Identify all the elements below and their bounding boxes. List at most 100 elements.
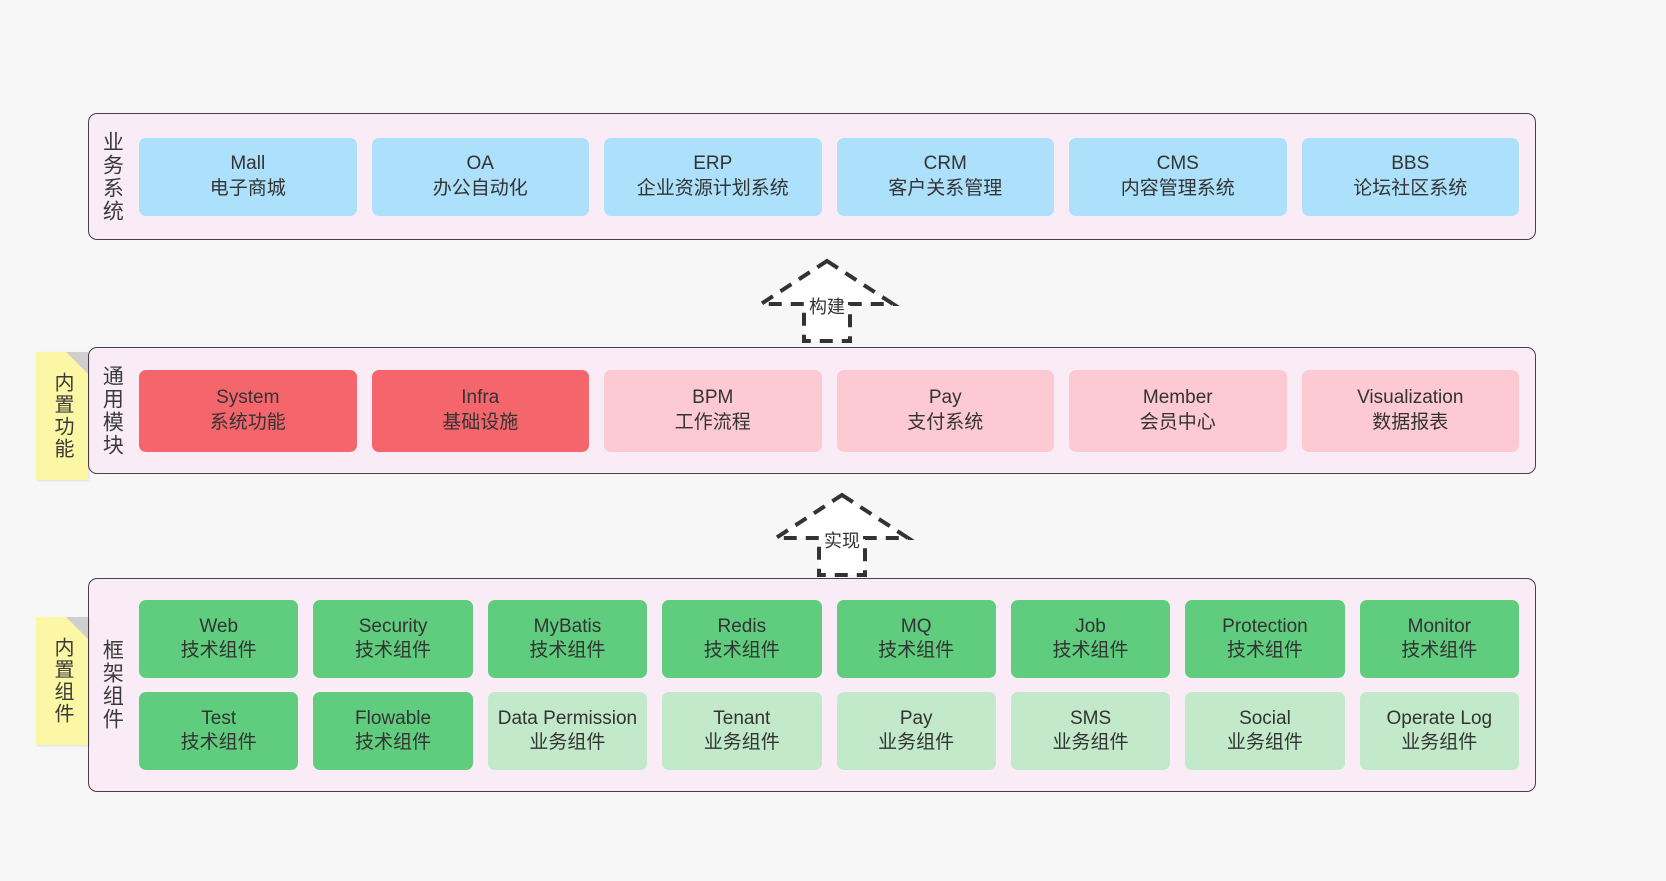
card-subtitle: 业务组件 <box>1401 732 1478 753</box>
card-title: Test <box>201 707 237 729</box>
card-member[interactable]: Member 会员中心 <box>1069 369 1287 452</box>
card-bpm[interactable]: BPM 工作流程 <box>604 369 822 452</box>
card-subtitle: 业务组件 <box>1226 732 1303 753</box>
card-protection[interactable]: Protection 技术组件 <box>1185 600 1345 678</box>
card-title: Monitor <box>1407 615 1471 637</box>
card-title: Protection <box>1222 615 1308 637</box>
card-tenant[interactable]: Tenant 业务组件 <box>662 692 822 770</box>
card-title: Pay <box>928 387 962 409</box>
card-erp[interactable]: ERP 企业资源计划系统 <box>604 137 822 216</box>
card-subtitle: 业务组件 <box>1052 732 1129 753</box>
card-subtitle: 业务组件 <box>878 732 955 753</box>
card-cms[interactable]: CMS 内容管理系统 <box>1069 137 1287 216</box>
sticky-note-builtin-components: 内置组件 <box>36 617 88 745</box>
card-title: Tenant <box>713 707 771 729</box>
card-title: Infra <box>461 387 500 409</box>
card-subtitle: 技术组件 <box>180 640 257 661</box>
card-monitor[interactable]: Monitor 技术组件 <box>1359 600 1519 678</box>
card-social[interactable]: Social 业务组件 <box>1185 692 1345 770</box>
sticky-note-label: 内置组件 <box>51 637 73 725</box>
card-title: MyBatis <box>533 615 602 637</box>
card-title: CRM <box>923 153 967 175</box>
note-fold-icon <box>66 352 88 374</box>
card-subtitle: 业务组件 <box>703 732 780 753</box>
card-title: Operate Log <box>1386 707 1493 729</box>
card-mq[interactable]: MQ 技术组件 <box>836 600 996 678</box>
card-subtitle: 内容管理系统 <box>1120 177 1235 199</box>
card-title: Pay <box>899 707 933 729</box>
card-job[interactable]: Job 技术组件 <box>1010 600 1171 678</box>
card-row: Mall 电子商城 OA 办公自动化 ERP 企业资源计划系统 CRM 客户关系… <box>139 137 1519 216</box>
card-subtitle: 技术组件 <box>355 640 432 661</box>
card-crm[interactable]: CRM 客户关系管理 <box>836 137 1054 216</box>
card-title: BPM <box>692 387 734 409</box>
connector-implement: 实现 <box>769 492 915 577</box>
card-mall[interactable]: Mall 电子商城 <box>139 137 357 216</box>
card-subtitle: 工作流程 <box>674 411 751 433</box>
card-title: Social <box>1239 707 1291 729</box>
card-system[interactable]: System 系统功能 <box>139 369 357 452</box>
card-subtitle: 技术组件 <box>1226 640 1303 661</box>
note-fold-icon <box>66 617 88 639</box>
card-title: Data Permission <box>497 707 638 729</box>
card-security[interactable]: Security 技术组件 <box>313 600 473 678</box>
card-title: Web <box>199 615 239 637</box>
card-operate-log[interactable]: Operate Log 业务组件 <box>1359 692 1519 770</box>
card-subtitle: 业务组件 <box>529 732 606 753</box>
layer-body-framework-components: Web 技术组件 Security 技术组件 MyBatis 技术组件 Redi… <box>133 579 1535 791</box>
sticky-note-label: 内置功能 <box>51 372 73 460</box>
card-data-permission[interactable]: Data Permission 业务组件 <box>487 692 648 770</box>
card-bbs[interactable]: BBS 论坛社区系统 <box>1301 137 1519 216</box>
card-subtitle: 支付系统 <box>907 411 984 433</box>
card-sms[interactable]: SMS 业务组件 <box>1010 692 1171 770</box>
card-title: Member <box>1142 387 1213 409</box>
layer-body-business-systems: Mall 电子商城 OA 办公自动化 ERP 企业资源计划系统 CRM 客户关系… <box>133 114 1535 239</box>
card-subtitle: 论坛社区系统 <box>1353 177 1468 199</box>
generalization-arrow-icon <box>754 258 900 343</box>
card-oa[interactable]: OA 办公自动化 <box>371 137 589 216</box>
card-visualization[interactable]: Visualization 数据报表 <box>1301 369 1519 452</box>
card-title: Visualization <box>1357 387 1464 409</box>
layer-business-systems[interactable]: 业务系统 Mall 电子商城 OA 办公自动化 ERP 企业资源计划系统 CRM… <box>88 113 1536 240</box>
card-title: MQ <box>900 615 932 637</box>
card-subtitle: 电子商城 <box>209 177 286 199</box>
card-title: BBS <box>1391 153 1430 175</box>
card-subtitle: 客户关系管理 <box>888 177 1003 199</box>
card-web[interactable]: Web 技术组件 <box>139 600 299 678</box>
card-title: Redis <box>717 615 767 637</box>
card-redis[interactable]: Redis 技术组件 <box>662 600 822 678</box>
card-subtitle: 技术组件 <box>1052 640 1129 661</box>
card-test[interactable]: Test 技术组件 <box>139 692 299 770</box>
card-mybatis[interactable]: MyBatis 技术组件 <box>487 600 648 678</box>
card-subtitle: 会员中心 <box>1139 411 1216 433</box>
card-subtitle: 数据报表 <box>1372 411 1449 433</box>
layer-framework-components[interactable]: 框架组件 Web 技术组件 Security 技术组件 MyBatis 技术组件… <box>88 578 1536 792</box>
card-title: Flowable <box>355 707 432 729</box>
card-title: OA <box>466 153 494 175</box>
layer-title-business-systems: 业务系统 <box>100 130 124 223</box>
card-title: ERP <box>693 153 733 175</box>
card-pay-component[interactable]: Pay 业务组件 <box>836 692 996 770</box>
sticky-note-builtin-features: 内置功能 <box>36 352 88 480</box>
layer-body-common-modules: System 系统功能 Infra 基础设施 BPM 工作流程 Pay 支付系统… <box>133 348 1535 473</box>
layer-common-modules[interactable]: 通用模块 System 系统功能 Infra 基础设施 BPM 工作流程 Pay… <box>88 347 1536 474</box>
card-subtitle: 技术组件 <box>703 640 780 661</box>
connector-build: 构建 <box>754 258 900 343</box>
connector-implement-label: 实现 <box>824 531 860 551</box>
card-pay[interactable]: Pay 支付系统 <box>836 369 1054 452</box>
card-subtitle: 技术组件 <box>878 640 955 661</box>
layer-title-framework-components: 框架组件 <box>100 639 124 731</box>
card-infra[interactable]: Infra 基础设施 <box>371 369 589 452</box>
card-subtitle: 企业资源计划系统 <box>636 177 789 199</box>
card-subtitle: 技术组件 <box>1401 640 1478 661</box>
card-flowable[interactable]: Flowable 技术组件 <box>313 692 473 770</box>
card-row: Web 技术组件 Security 技术组件 MyBatis 技术组件 Redi… <box>139 600 1519 678</box>
card-title: Security <box>358 615 428 637</box>
card-subtitle: 系统功能 <box>209 411 286 433</box>
connector-build-label: 构建 <box>809 297 845 317</box>
card-row: System 系统功能 Infra 基础设施 BPM 工作流程 Pay 支付系统… <box>139 369 1519 452</box>
layer-title-common-modules: 通用模块 <box>100 364 124 457</box>
card-subtitle: 办公自动化 <box>432 177 528 199</box>
card-subtitle: 技术组件 <box>529 640 606 661</box>
